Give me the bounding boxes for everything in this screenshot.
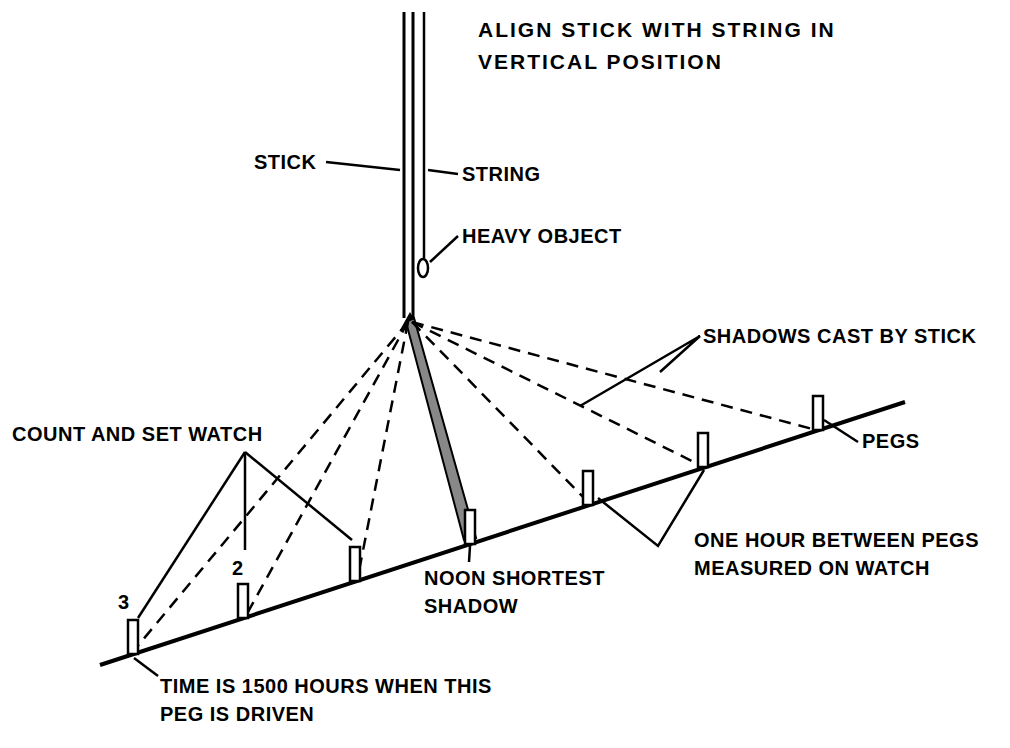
callout-label: HEAVY OBJECT bbox=[462, 222, 642, 250]
callout-label: STICK bbox=[254, 148, 334, 176]
callout-label: ALIGN STICK WITH STRING IN VERTICAL POSI… bbox=[478, 14, 898, 78]
callout-label: TIME IS 1500 HOURS WHEN THIS PEG IS DRIV… bbox=[160, 672, 520, 728]
callout-label: SHADOWS CAST BY STICK bbox=[703, 322, 1003, 350]
callout-label: NOON SHORTEST SHADOW bbox=[424, 564, 674, 620]
callout-label: PEGS bbox=[862, 427, 942, 455]
callout-label: 3 bbox=[118, 588, 138, 616]
callout-label: ONE HOUR BETWEEN PEGS MEASURED ON WATCH bbox=[694, 526, 1004, 582]
callout-label: 2 bbox=[232, 554, 252, 582]
callout-label: COUNT AND SET WATCH bbox=[12, 420, 302, 448]
callout-label: STRING bbox=[462, 160, 572, 188]
